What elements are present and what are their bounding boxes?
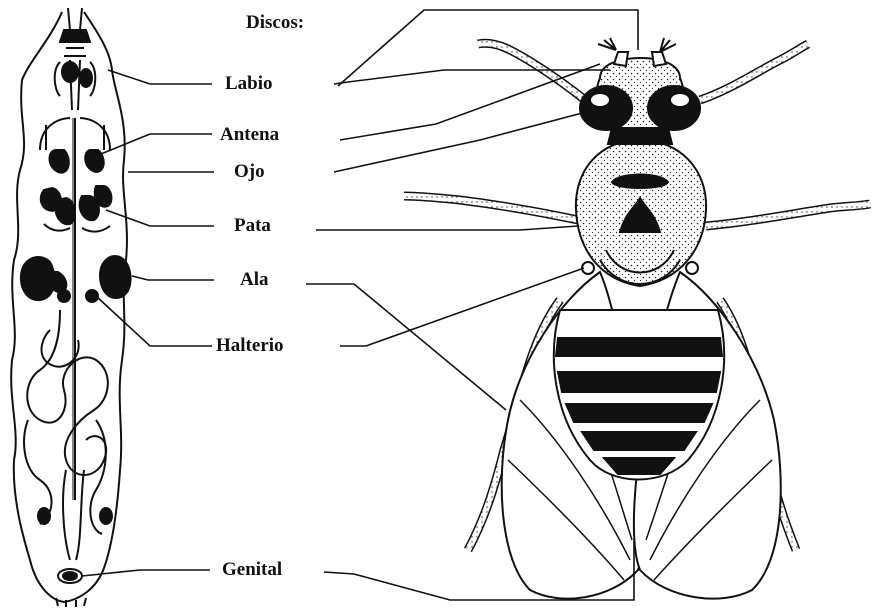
leader-halterio-larva [96, 296, 212, 346]
label-halterio: Halterio [216, 336, 284, 355]
leader-antena-larva [96, 134, 212, 156]
leader-pata-larva [106, 210, 214, 226]
leader-ala-larva [132, 276, 214, 280]
label-genital: Genital [222, 560, 282, 579]
label-antena: Antena [220, 125, 279, 144]
wing-disc-right [100, 256, 131, 298]
label-pata: Pata [234, 216, 271, 235]
leader-discos [338, 10, 638, 86]
leader-ojo-fly [334, 112, 586, 172]
label-ojo: Ojo [234, 162, 265, 181]
genital-disc [63, 572, 77, 580]
labial-disc [62, 62, 78, 82]
haltere-disc-left [58, 290, 70, 302]
adult-fly-drawing [404, 38, 870, 599]
larva-drawing [11, 8, 130, 607]
eye-antenna-disc-left [50, 150, 69, 173]
heading-discos: Discos: [246, 13, 304, 32]
eye-right [648, 86, 700, 130]
label-ala: Ala [240, 270, 269, 289]
eye-left [580, 86, 632, 130]
leader-labio-larva [108, 70, 212, 84]
leader-antena-fly [340, 64, 600, 140]
leader-ala-fly [306, 284, 506, 410]
label-labio: Labio [225, 74, 273, 93]
leader-pata-fly [316, 226, 578, 230]
